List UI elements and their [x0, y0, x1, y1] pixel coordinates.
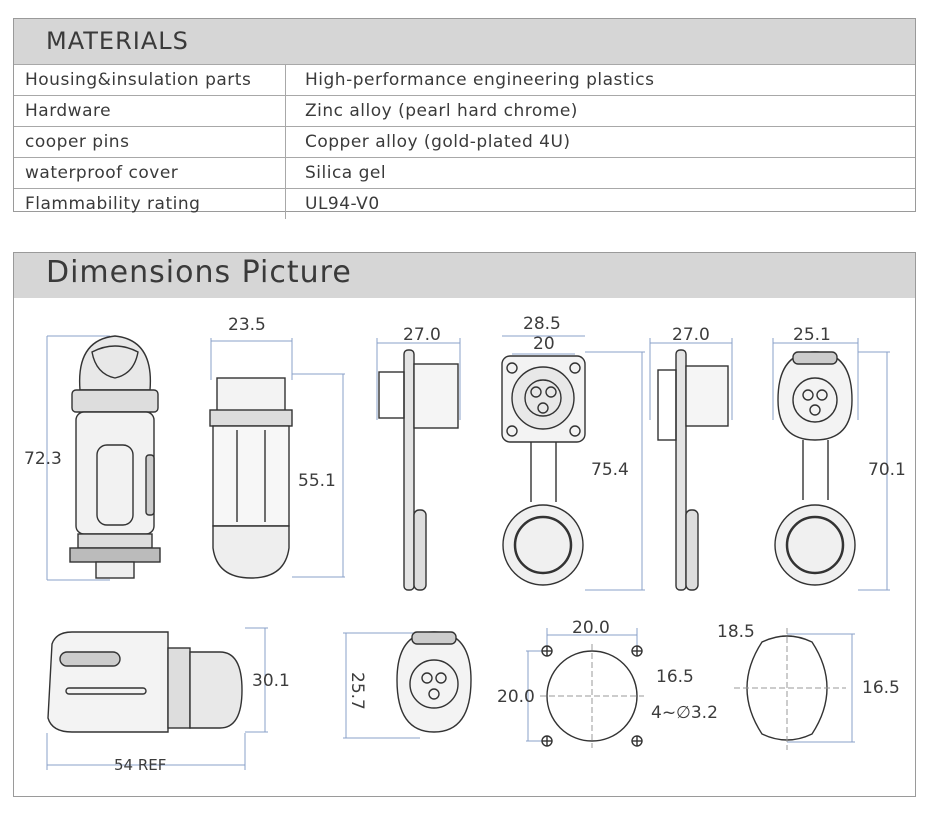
dim-plug-height: 72.3	[24, 449, 62, 469]
materials-row-label: waterproof cover	[14, 157, 286, 189]
socket-side-drawing	[376, 338, 461, 591]
panel-cutout-drawing	[526, 628, 644, 748]
plug-side-drawing	[209, 338, 345, 579]
dim-socket-front-width: 28.5	[523, 314, 561, 334]
dim-panel-cut-width: 20.0	[572, 618, 610, 638]
materials-title: MATERIALS	[14, 19, 915, 64]
dim-receptacle-side-width: 27.0	[672, 325, 710, 345]
dim-plug-side-height: 30.1	[252, 671, 290, 691]
plug-front-drawing	[46, 335, 161, 581]
materials-row-value: UL94-V0	[285, 188, 915, 219]
dim-plug-side-length: 54 REF	[114, 756, 166, 774]
materials-row-label: Hardware	[14, 95, 286, 127]
dim-receptacle-front-height: 70.1	[868, 460, 906, 480]
plug-horizontal-drawing	[46, 627, 268, 770]
receptacle-front-drawing	[772, 338, 890, 591]
dim-panel-cut-holes: 4~∅3.2	[651, 703, 718, 723]
receptacle-side-drawing	[649, 338, 733, 591]
dim-panel-cut-height: 20.0	[497, 687, 535, 707]
materials-row-value: High-performance engineering plastics	[285, 64, 915, 96]
dim-front-face-height: 25.7	[347, 672, 367, 710]
materials-row-label: Flammability rating	[14, 188, 286, 219]
dim-socket-inner-width: 20	[533, 334, 555, 354]
dim-socket-side-width: 27.0	[403, 325, 441, 345]
materials-row-value: Zinc alloy (pearl hard chrome)	[285, 95, 915, 127]
dim-round-cut-diameter: 18.5	[717, 622, 755, 642]
dim-panel-cut-diameter: 16.5	[656, 667, 694, 687]
materials-row-label: Housing&insulation parts	[14, 64, 286, 96]
materials-row-label: cooper pins	[14, 126, 286, 158]
front-face-drawing	[343, 631, 472, 739]
socket-front-drawing	[501, 335, 645, 591]
materials-row-value: Silica gel	[285, 157, 915, 189]
materials-row-value: Copper alloy (gold-plated 4U)	[285, 126, 915, 158]
dim-round-cut-height: 16.5	[862, 678, 900, 698]
round-cutout-drawing	[734, 628, 855, 750]
dim-plug-body-height: 55.1	[298, 471, 336, 491]
dimensions-title: Dimensions Picture	[14, 253, 915, 298]
dim-socket-front-height: 75.4	[591, 460, 629, 480]
dim-plug-width: 23.5	[228, 315, 266, 335]
dim-receptacle-front-width: 25.1	[793, 325, 831, 345]
